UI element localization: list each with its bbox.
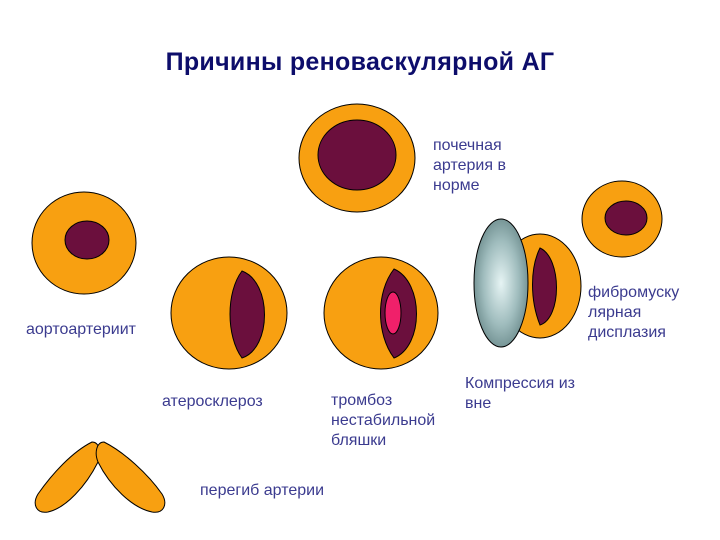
label-kinking: перегиб артерии: [200, 482, 325, 499]
atherosclerosis-wall: [170, 256, 288, 370]
label-normal-artery: почечная артерия в норме: [433, 137, 506, 194]
slide-title: Причины реноваскулярной АГ: [165, 48, 555, 76]
normal-artery-lumen: [317, 119, 397, 191]
atherosclerosis-lumen: [229, 270, 265, 359]
thrombus: [384, 291, 402, 335]
kinked-artery-right-limb: [95, 441, 166, 513]
normal-artery: [298, 103, 416, 213]
label-fibromuscular: фибромуску лярная дисплазия: [588, 284, 680, 341]
aortoarteritis-lumen: [64, 220, 110, 260]
atherosclerosis-artery: [170, 256, 288, 370]
kinked-artery-left-limb: [34, 441, 101, 513]
kinked-artery: [34, 441, 166, 513]
label-compression: Компрессия из вне: [465, 375, 575, 412]
aortoarteritis-artery: [31, 191, 137, 295]
fibromuscular-lumen: [604, 200, 648, 236]
label-thrombosis: тромбоз нестабильной бляшки: [331, 392, 436, 449]
fibromuscular-artery: [581, 180, 663, 258]
label-atherosclerosis: атеросклероз: [162, 393, 263, 410]
compression-artery: [473, 218, 582, 348]
label-aortoarteritis: аортоартериит: [26, 321, 136, 338]
external-compressor: [473, 218, 529, 348]
thrombosis-artery: [323, 256, 439, 370]
compression-artery-lumen: [532, 247, 557, 326]
